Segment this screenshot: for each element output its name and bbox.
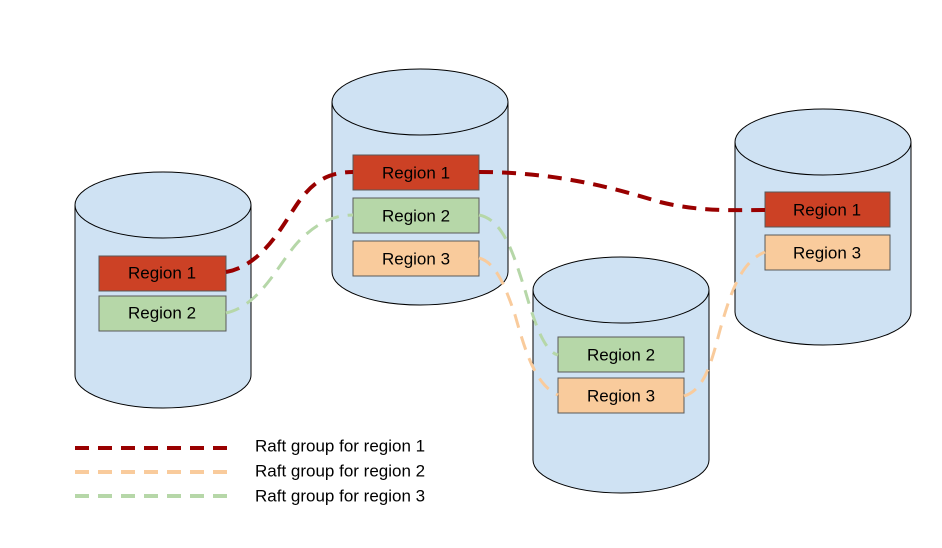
- region-box: Region 3: [557, 377, 685, 414]
- legend-label: Raft group for region 1: [255, 437, 425, 456]
- legend-item: Raft group for region 2: [75, 462, 425, 481]
- raft-path-region-1: [478, 170, 766, 213]
- region-box: Region 1: [352, 154, 480, 191]
- region-label: Region 2: [382, 207, 450, 226]
- region-label: Region 3: [382, 250, 450, 269]
- region-box: Region 2: [557, 336, 685, 373]
- raft-path-region-3: [683, 250, 766, 398]
- region-box: Region 1: [98, 255, 227, 292]
- legend-item: Raft group for region 3: [75, 487, 425, 506]
- region-box: Region 3: [764, 234, 891, 271]
- region-label: Region 1: [793, 201, 861, 220]
- legend-label: Raft group for region 2: [255, 462, 425, 481]
- region-box: Region 2: [352, 197, 480, 234]
- region-label: Region 1: [382, 164, 450, 183]
- region-label: Region 2: [128, 304, 196, 323]
- region-label: Region 1: [128, 264, 196, 283]
- raft-path-region-3: [478, 256, 559, 397]
- legend-item: Raft group for region 1: [75, 437, 425, 456]
- region-label: Region 3: [587, 387, 655, 406]
- raft-path-region-2: [478, 213, 559, 357]
- raft-path-region-2: [225, 213, 354, 315]
- region-label: Region 2: [587, 346, 655, 365]
- legend: Raft group for region 1 Raft group for r…: [75, 437, 425, 506]
- region-box: Region 3: [352, 240, 480, 277]
- storage-node-3: [532, 256, 710, 494]
- region-box: Region 1: [764, 191, 891, 228]
- region-box: Region 2: [98, 295, 227, 332]
- region-label: Region 3: [793, 244, 861, 263]
- raft-path-region-1: [225, 170, 354, 274]
- legend-label: Raft group for region 3: [255, 487, 425, 506]
